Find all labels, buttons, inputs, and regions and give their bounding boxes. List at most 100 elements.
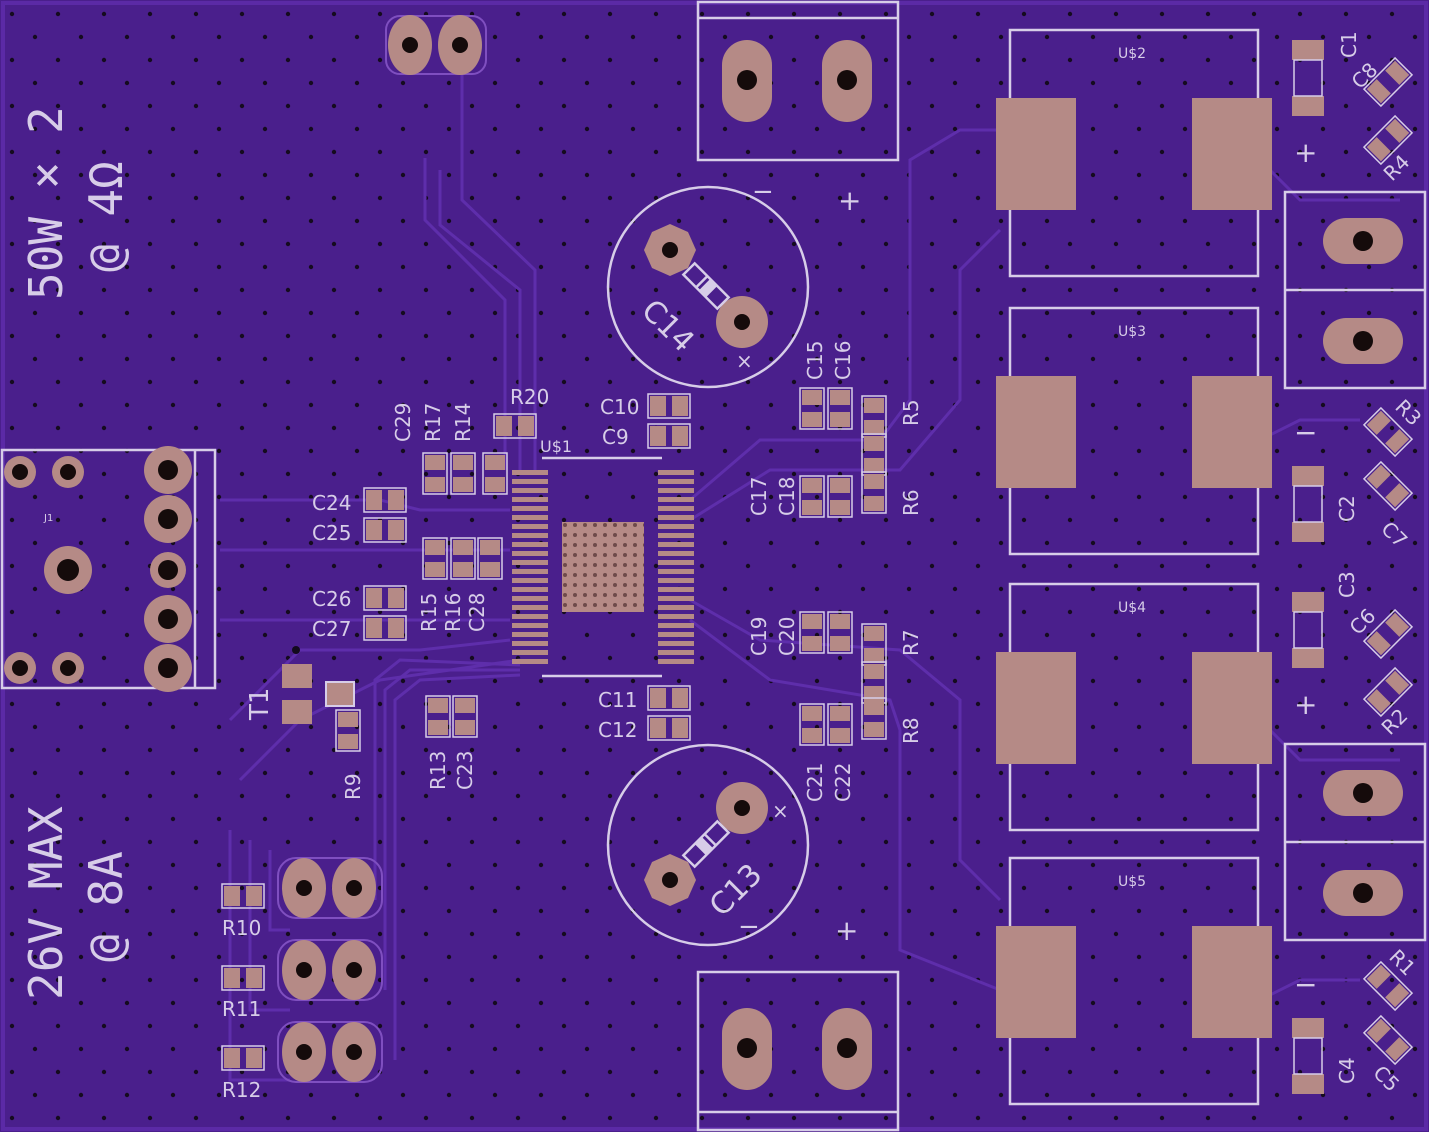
smd-part[interactable] — [1292, 466, 1324, 542]
u2-plus: + — [1294, 136, 1317, 169]
label-c12: C12 — [598, 718, 637, 742]
smd-part[interactable] — [1292, 1018, 1324, 1094]
label-c16: C16 — [831, 341, 855, 380]
label-c9: C9 — [602, 425, 629, 449]
label-c26: C26 — [312, 587, 351, 611]
smd-part[interactable] — [1362, 1014, 1414, 1066]
smd-part[interactable] — [450, 452, 476, 495]
smd-part[interactable] — [647, 685, 691, 711]
smd-part[interactable] — [827, 387, 853, 430]
smd-part[interactable] — [221, 1045, 265, 1071]
ic-pin-right — [658, 632, 694, 637]
smd-part[interactable] — [1362, 406, 1414, 458]
ic-pin-left — [512, 623, 548, 628]
smd-part[interactable] — [861, 697, 887, 740]
smd-part[interactable] — [647, 393, 691, 419]
smd-part[interactable] — [1292, 40, 1324, 116]
ic-pin-left — [512, 596, 548, 601]
smd-part[interactable] — [335, 709, 361, 752]
output-terminal-upper[interactable] — [1283, 190, 1427, 390]
label-c27: C27 — [312, 617, 351, 641]
capacitor-c14[interactable]: C14 × — [606, 185, 810, 389]
ic-pin-left — [512, 497, 548, 502]
label-r10: R10 — [222, 916, 261, 940]
smd-part[interactable] — [1362, 114, 1414, 166]
smd-part[interactable] — [221, 965, 265, 991]
smd-part[interactable] — [861, 623, 887, 666]
smd-part[interactable] — [422, 452, 448, 495]
inductor-label: U$3 — [1118, 324, 1146, 340]
smd-part[interactable] — [363, 487, 407, 513]
smd-part[interactable] — [493, 413, 537, 439]
smd-part[interactable] — [1362, 608, 1414, 660]
label-c22: C22 — [831, 763, 855, 802]
smd-part[interactable] — [425, 695, 451, 738]
t1-label: T1 — [245, 688, 275, 721]
label-c1: C1 — [1337, 31, 1361, 58]
smd-part[interactable] — [647, 715, 691, 741]
ic-pin-left — [512, 479, 548, 484]
ic-u1[interactable]: U$1 — [512, 437, 694, 678]
c13-cross: × — [772, 799, 789, 823]
smd-part[interactable] — [450, 537, 476, 580]
pot-group — [277, 857, 383, 1083]
smd-part[interactable] — [363, 615, 407, 641]
smd-part[interactable] — [1362, 460, 1414, 512]
label-c4: C4 — [1335, 1057, 1359, 1084]
c14-cross: × — [736, 349, 753, 373]
transistor-t1[interactable]: T1 — [245, 646, 355, 724]
label-c20: C20 — [775, 617, 799, 656]
bottom-plus: + — [835, 914, 858, 947]
smd-part[interactable] — [799, 387, 825, 430]
smd-part[interactable] — [799, 703, 825, 746]
power-rating-text: 50W × 2 — [19, 106, 73, 300]
smd-part[interactable] — [363, 517, 407, 543]
inductor-label: U$2 — [1118, 46, 1146, 62]
trimmer-pads[interactable] — [277, 857, 383, 919]
inductor-u5[interactable]: U$5 — [996, 856, 1272, 1106]
inductor-u4[interactable]: U$4 — [996, 582, 1272, 832]
smd-part[interactable] — [477, 537, 503, 580]
u3-minus: − — [1294, 416, 1317, 449]
label-r14: R14 — [451, 403, 475, 442]
smd-part[interactable] — [861, 433, 887, 476]
label-c2: C2 — [1335, 495, 1359, 522]
smd-part[interactable] — [1362, 666, 1414, 718]
smd-part[interactable] — [1362, 56, 1414, 108]
ic-pin-right — [658, 578, 694, 583]
label-c24: C24 — [312, 491, 351, 515]
smd-part[interactable] — [482, 452, 508, 495]
smd-part[interactable] — [647, 423, 691, 449]
trimmer-pads[interactable] — [277, 1021, 383, 1083]
ic-pin-right — [658, 614, 694, 619]
ic-pin-left — [512, 524, 548, 529]
trimmer-pads[interactable] — [277, 939, 383, 1001]
ic-pin-left — [512, 650, 548, 655]
smd-part[interactable] — [221, 883, 265, 909]
smd-part[interactable] — [827, 703, 853, 746]
smd-part[interactable] — [1292, 592, 1324, 668]
smd-part[interactable] — [422, 537, 448, 580]
voltage-text: 26V MAX — [19, 806, 73, 1000]
trace-layer — [220, 45, 1400, 1082]
ic-pin-left — [512, 470, 548, 475]
smd-part[interactable] — [861, 471, 887, 514]
inductor-u2[interactable]: U$2 — [996, 28, 1272, 278]
smd-part[interactable] — [827, 475, 853, 518]
connector-j1[interactable]: J1 — [0, 446, 217, 692]
smd-part[interactable] — [799, 475, 825, 518]
smd-part[interactable] — [1362, 960, 1414, 1012]
terminal-block-top[interactable]: − + — [696, 0, 900, 217]
ic-pin-left — [512, 515, 548, 520]
ic-pin-right — [658, 659, 694, 664]
smd-part[interactable] — [827, 611, 853, 654]
header-top[interactable] — [385, 15, 487, 75]
inductor-group: U$2U$3U$4U$5 — [996, 28, 1272, 1106]
smd-part[interactable] — [799, 611, 825, 654]
smd-part[interactable] — [452, 695, 478, 738]
smd-part[interactable] — [363, 585, 407, 611]
ic-pin-right — [658, 470, 694, 475]
smd-part[interactable] — [861, 395, 887, 438]
inductor-u3[interactable]: U$3 — [996, 306, 1272, 556]
output-terminal-lower[interactable] — [1283, 742, 1427, 942]
